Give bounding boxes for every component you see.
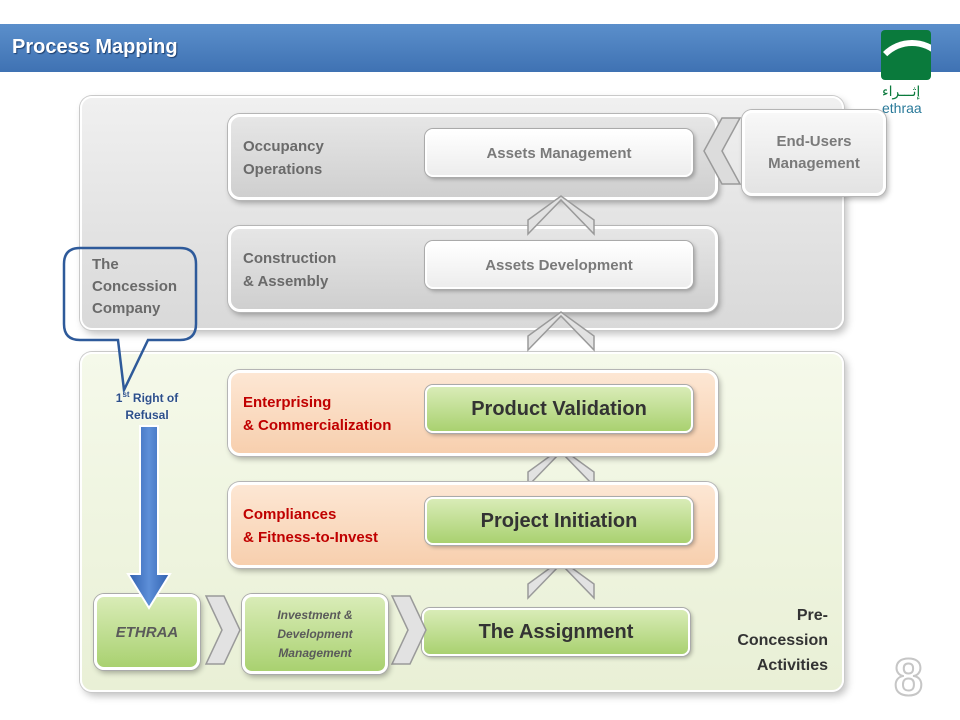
- investment-development-management-box: Investment & Development Management: [242, 594, 388, 674]
- right-of-refusal-label: 1st Right of Refusal: [115, 390, 179, 422]
- stage-construction-assembly: Construction & Assembly Assets Developme…: [228, 226, 718, 312]
- stage-compliances-fitness: Compliances & Fitness-to-Invest Project …: [228, 482, 718, 568]
- assets-development-pill: Assets Development: [425, 241, 693, 289]
- chevron-right-icon: [204, 595, 241, 665]
- pre-concession-activities-label: Pre- Concession Activities: [737, 607, 828, 674]
- the-assignment-pill: The Assignment: [422, 608, 690, 656]
- page-title: Process Mapping: [12, 36, 178, 58]
- header-bar: Process Mapping: [0, 24, 960, 72]
- callout-bubble: [62, 246, 198, 394]
- concession-company-label: The Concession Company: [92, 256, 178, 317]
- stage-label: Compliances & Fitness-to-Invest: [243, 506, 379, 546]
- stage-label: Enterprising & Commercialization: [243, 394, 392, 434]
- assets-management-pill: Assets Management: [425, 129, 693, 177]
- chevron-up-icon: [527, 311, 595, 352]
- logo-latin-text: ethraa: [882, 100, 922, 116]
- logo-mark-icon: [881, 30, 931, 80]
- arrow-down-icon: [126, 425, 172, 610]
- chevron-left-icon: [703, 117, 742, 185]
- chevron-up-icon: [527, 195, 595, 236]
- product-validation-pill: Product Validation: [425, 385, 693, 433]
- ethraa-logo: إثـــراء ethraa: [876, 30, 936, 120]
- stage-label: Construction & Assembly: [243, 250, 337, 290]
- logo-arabic-text: إثـــراء: [882, 84, 921, 100]
- end-users-management-box: End-Users Management: [742, 110, 886, 196]
- stage-label: Occupancy Operations: [243, 138, 324, 178]
- stage-enterprising-commercialization: Enterprising & Commercialization Product…: [228, 370, 718, 456]
- page-number: 8: [893, 648, 924, 708]
- project-initiation-pill: Project Initiation: [425, 497, 693, 545]
- stage-occupancy-operations: Occupancy Operations Assets Management: [228, 114, 718, 200]
- chevron-right-icon: [390, 595, 427, 665]
- ethraa-box: ETHRAA: [94, 594, 200, 670]
